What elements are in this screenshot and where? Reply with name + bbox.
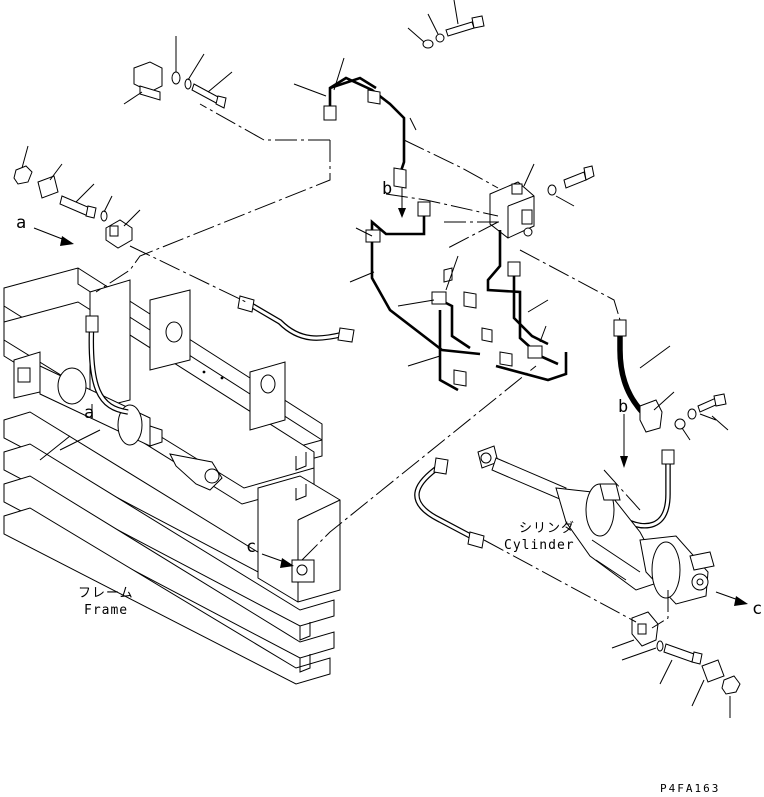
cylinder-label-en: Cylinder	[504, 538, 575, 553]
view-b-label-upper: b	[382, 179, 392, 199]
cylinder-label-jp: シリンダ	[519, 521, 575, 536]
bracket-with-bolt	[123, 36, 233, 109]
view-arrows	[33, 188, 748, 606]
upper-pipes	[293, 57, 417, 189]
frame-label-en: Frame	[84, 603, 128, 618]
lower-right-fittings	[611, 611, 741, 718]
left-fittings	[13, 145, 141, 249]
cylinder-assembly	[477, 445, 715, 605]
view-c-label-right: c	[752, 599, 762, 619]
drawing-code: P4FA163	[660, 782, 720, 795]
frame-label-jp: フレーム	[78, 586, 134, 601]
right-bolt-set	[639, 391, 729, 441]
center-lines	[95, 103, 669, 629]
middle-pipes	[349, 201, 568, 392]
view-a-label-frame: a	[84, 403, 94, 423]
view-b-label-lower: b	[618, 397, 628, 417]
view-c-label-frame: c	[246, 537, 256, 557]
view-a-label-left: a	[16, 213, 26, 233]
control-valve	[489, 163, 595, 239]
frame-assembly	[3, 267, 341, 685]
top-bolt-washer-set	[407, 0, 485, 49]
